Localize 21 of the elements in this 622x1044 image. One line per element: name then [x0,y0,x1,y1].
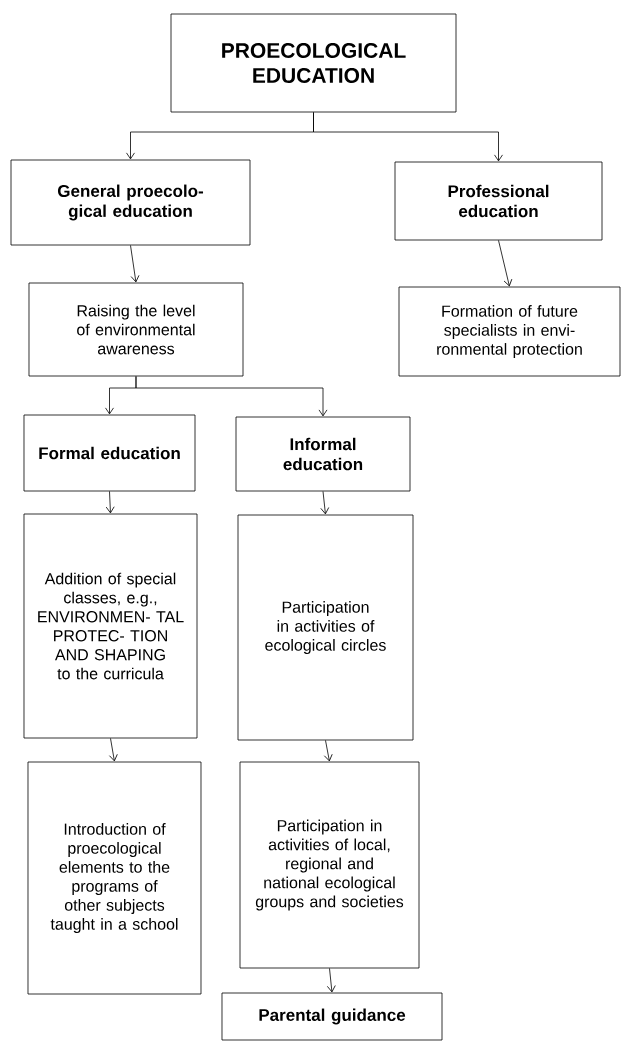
activity-box: Participation in activities of local, regional and national ecological groups and societies [239,761,420,969]
goal-box: Formation of future specialists in envi- ronmental protection [398,286,621,377]
category-box: Formal education [23,414,196,492]
arrow [130,245,140,283]
category-box: Professional education [394,161,603,241]
arrow [109,738,118,762]
category-box: Informal education [235,416,411,492]
arrow [498,240,513,287]
arrow [105,491,115,514]
arrow [326,968,336,993]
title-box: PROECOLOGICAL EDUCATION [170,13,457,113]
arrow [320,491,330,515]
activity-box: Introduction of proecological elements to the programs of other subjects taught in a school [27,761,202,995]
arrow [323,740,333,762]
activity-box: Addition of special classes, e.g., ENVIRONMEN- TAL PROTEC- TION AND SHAPING to the curricula [23,513,198,739]
goal-box: Raising the level of environmental awareness [28,282,244,377]
category-box: Parental guidance [221,992,443,1041]
activity-box: Participation in activities of ecological circles [237,514,414,741]
category-box: General proecolo- gical education [10,159,251,246]
arrow [135,376,328,417]
arrow [313,112,503,162]
